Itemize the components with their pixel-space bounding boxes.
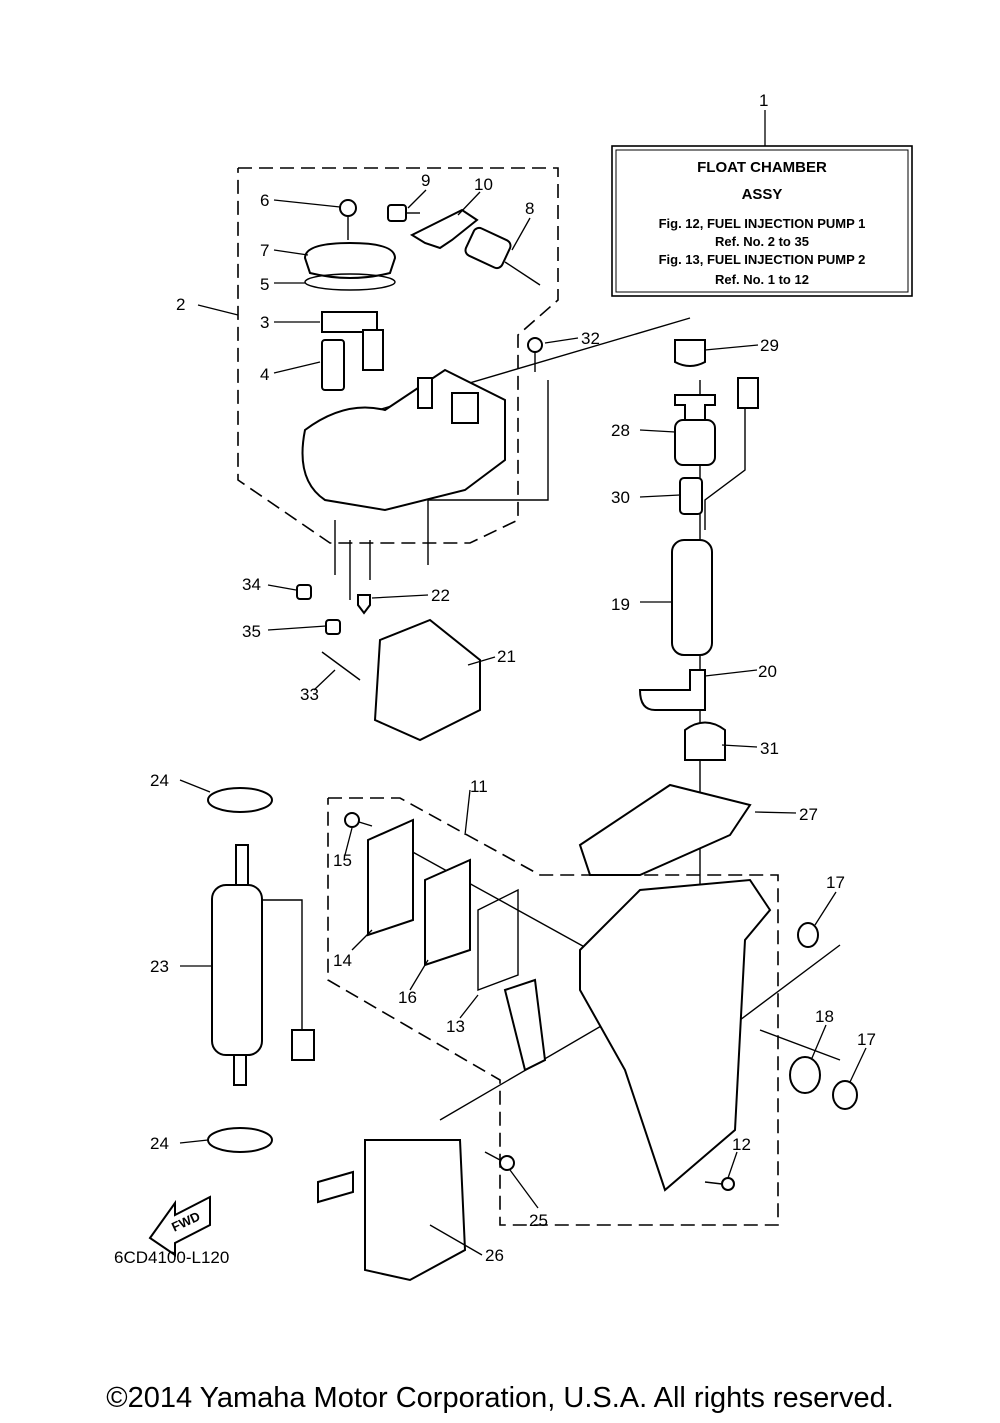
callout-28: 28 <box>611 421 630 440</box>
callout-leaders <box>179 189 867 1256</box>
callout-numbers: 1 2 3 4 5 6 7 8 9 10 11 12 13 14 15 16 1… <box>150 91 876 1265</box>
upper-assembly-outline <box>237 167 559 544</box>
callout-31: 31 <box>760 739 779 758</box>
callout-11: 11 <box>470 777 488 796</box>
callout-34: 34 <box>242 575 261 594</box>
box-line6: Ref. No. 1 to 12 <box>715 272 809 287</box>
box-title-line2: ASSY <box>742 186 783 203</box>
part-23-pump[interactable] <box>211 844 315 1086</box>
box-line3: Fig. 12, FUEL INJECTION PUMP 1 <box>659 216 866 231</box>
part-2-nozzle[interactable] <box>417 377 433 409</box>
callout-23: 23 <box>150 957 169 976</box>
part-25-bolt[interactable] <box>484 1151 515 1171</box>
lower-assembly-outline <box>327 797 779 1226</box>
part-12-screw[interactable] <box>704 1177 735 1191</box>
part-17-grommet-bottom[interactable] <box>832 1080 858 1110</box>
callout-18: 18 <box>815 1007 834 1026</box>
part-3-filter-insert[interactable] <box>362 329 384 371</box>
callout-19: 19 <box>611 595 630 614</box>
callout-17-top: 17 <box>826 873 845 892</box>
callout-3: 3 <box>260 313 269 332</box>
box-line5: Fig. 13, FUEL INJECTION PUMP 2 <box>659 252 866 267</box>
part-19-connector[interactable] <box>737 377 759 409</box>
part-11-float-chamber[interactable] <box>579 878 772 1192</box>
part-28-filter-body[interactable] <box>674 419 716 466</box>
callout-24-bottom: 24 <box>150 1134 169 1153</box>
part-32-screw[interactable] <box>527 337 543 372</box>
callout-32: 32 <box>581 329 600 348</box>
part-9-bolt[interactable] <box>387 204 420 222</box>
callout-7: 7 <box>260 241 269 260</box>
callout-12: 12 <box>732 1135 751 1154</box>
part-34-bolt[interactable] <box>296 584 312 600</box>
callout-26: 26 <box>485 1246 504 1265</box>
callout-15: 15 <box>333 851 352 870</box>
part-5-gasket[interactable] <box>304 273 396 291</box>
part-35-bolt[interactable] <box>325 619 341 635</box>
part-4-filter[interactable] <box>321 339 345 391</box>
part-15-screw[interactable] <box>344 812 373 828</box>
fwd-arrow-icon: FWD <box>148 1195 211 1257</box>
callout-8: 8 <box>525 199 534 218</box>
part-33-pin[interactable] <box>321 651 361 681</box>
box-line4: Ref. No. 2 to 35 <box>715 234 809 249</box>
callout-29: 29 <box>760 336 779 355</box>
part-19-wires <box>704 390 746 530</box>
part-14-plate[interactable] <box>367 818 414 937</box>
assembly-reference-box: FLOAT CHAMBER ASSY Fig. 12, FUEL INJECTI… <box>611 145 913 297</box>
part-6-screw[interactable] <box>339 199 357 240</box>
part-19-pump[interactable] <box>671 539 713 656</box>
part-2-connector[interactable] <box>451 392 479 424</box>
callout-6: 6 <box>260 191 269 210</box>
part-29-grommet[interactable] <box>674 339 706 367</box>
copyright-notice: ©2014 Yamaha Motor Corporation, U.S.A. A… <box>106 1382 894 1414</box>
part-13-gasket[interactable] <box>477 888 519 992</box>
part-30-filter[interactable] <box>679 477 703 515</box>
callout-30: 30 <box>611 488 630 507</box>
callout-5: 5 <box>260 275 269 294</box>
part-21-float[interactable] <box>373 618 481 742</box>
callout-33: 33 <box>300 685 319 704</box>
part-27-gasket[interactable] <box>578 783 752 876</box>
part-10-bracket[interactable] <box>409 208 479 250</box>
callout-14: 14 <box>333 951 352 970</box>
box-title-line1: FLOAT CHAMBER <box>697 159 827 176</box>
part-18-grommet[interactable] <box>789 1056 821 1094</box>
callout-9: 9 <box>421 171 430 190</box>
callout-10: 10 <box>474 175 493 194</box>
part-17-grommet-top[interactable] <box>797 922 819 948</box>
drawing-code: 6CD4100-L120 <box>114 1248 229 1267</box>
part-31-holder[interactable] <box>684 721 726 761</box>
callout-35: 35 <box>242 622 261 641</box>
callout-2: 2 <box>176 295 185 314</box>
part-26-tab[interactable] <box>317 1170 354 1204</box>
part-26-bracket[interactable] <box>364 1139 467 1282</box>
callout-13: 13 <box>446 1017 465 1036</box>
callout-1: 1 <box>759 91 768 110</box>
part-22-valve[interactable] <box>357 594 371 615</box>
callout-16: 16 <box>398 988 417 1007</box>
part-24-band-top[interactable] <box>207 787 273 813</box>
callout-27: 27 <box>799 805 818 824</box>
part-11-bracket[interactable] <box>503 978 547 1072</box>
callout-24-top: 24 <box>150 771 169 790</box>
part-20-holder[interactable] <box>638 669 706 711</box>
part-24-band-bottom[interactable] <box>207 1127 273 1153</box>
callout-20: 20 <box>758 662 777 681</box>
callout-25: 25 <box>529 1211 548 1230</box>
part-7-cover[interactable] <box>303 241 397 279</box>
callout-21: 21 <box>497 647 516 666</box>
callout-22: 22 <box>431 586 450 605</box>
part-8-valve[interactable] <box>464 226 541 286</box>
callout-4: 4 <box>260 365 269 384</box>
part-16-gasket[interactable] <box>424 858 471 967</box>
callout-17-bottom: 17 <box>857 1030 876 1049</box>
